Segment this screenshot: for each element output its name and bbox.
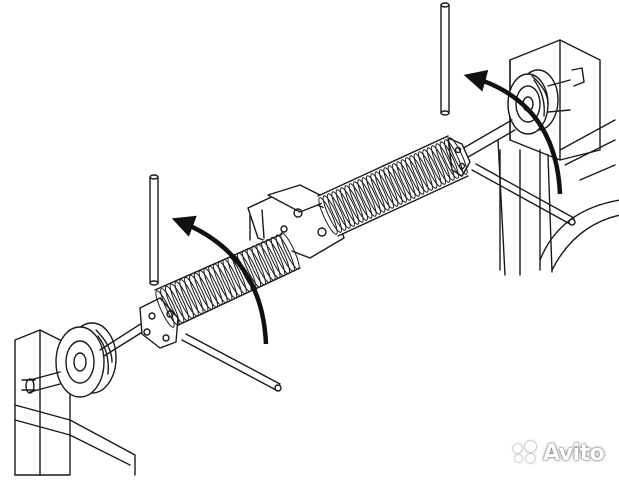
spring-coil xyxy=(198,270,218,308)
spring-coil xyxy=(227,256,247,295)
spring-coil xyxy=(400,159,420,197)
spring-coil xyxy=(431,145,451,183)
winding-bar-right-horizontal xyxy=(471,163,576,226)
spring-coil xyxy=(280,232,300,270)
spring-coil xyxy=(396,161,416,199)
spring-coil xyxy=(174,281,194,319)
winding-bar-left-horizontal xyxy=(181,333,282,392)
right-cable-drum xyxy=(507,67,585,135)
spring-coil xyxy=(256,243,276,281)
spring-coil xyxy=(179,279,199,317)
right-torsion-spring xyxy=(317,135,469,237)
spring-coil xyxy=(217,261,238,299)
torsion-shaft xyxy=(99,119,516,357)
spring-coil xyxy=(261,241,281,279)
spring-coil xyxy=(370,173,390,211)
spring-coil xyxy=(344,185,364,223)
winding-bar-left-vertical xyxy=(149,174,159,286)
spring-coil xyxy=(169,283,190,322)
spring-coil xyxy=(444,139,464,177)
spring-coil xyxy=(340,187,360,225)
spring-coil xyxy=(361,177,381,215)
spring-coil xyxy=(251,245,271,284)
avito-watermark-text: Avito xyxy=(543,440,605,466)
spring-coil xyxy=(348,183,368,221)
spring-coil xyxy=(435,143,455,181)
spring-coil xyxy=(246,247,266,286)
spring-coil xyxy=(275,234,295,272)
spring-coil xyxy=(413,153,433,191)
spring-coil xyxy=(270,236,291,275)
spring-coil xyxy=(448,137,468,175)
spring-coil xyxy=(335,189,355,227)
spring-coil xyxy=(426,147,446,185)
spring-coil xyxy=(353,181,373,219)
spring-coil xyxy=(213,263,233,301)
spring-coil xyxy=(241,250,262,288)
spring-coil xyxy=(331,191,351,229)
spring-coil xyxy=(318,197,338,235)
rotation-arrow-left-icon xyxy=(171,215,269,345)
spring-coil xyxy=(155,290,175,328)
spring-coil xyxy=(392,163,412,201)
spring-coil xyxy=(327,193,347,231)
spring-coil xyxy=(387,165,407,203)
spring-coil xyxy=(422,149,442,187)
spring-coil xyxy=(322,195,342,233)
spring-coil xyxy=(189,274,209,313)
avito-watermark: Avito xyxy=(512,438,605,468)
spring-coil xyxy=(405,157,425,195)
spring-coil xyxy=(160,288,180,326)
left-cable-drum xyxy=(25,322,117,398)
spring-coil xyxy=(383,167,403,205)
spring-coil xyxy=(164,285,185,324)
spring-coil xyxy=(439,141,459,179)
spring-coil xyxy=(222,259,242,297)
spring-coil xyxy=(366,175,386,213)
spring-coil xyxy=(184,276,204,315)
spring-coil xyxy=(379,169,399,207)
left-winding-cone xyxy=(139,297,179,349)
spring-coil xyxy=(193,272,214,310)
rotation-arrow-right-icon xyxy=(463,69,563,195)
spring-coil xyxy=(203,267,223,306)
spring-coil xyxy=(374,171,394,209)
spring-coil xyxy=(357,179,377,217)
right-spring-coils xyxy=(318,137,468,235)
spring-coil xyxy=(409,155,429,193)
spring-coil xyxy=(418,151,438,189)
spring-coil xyxy=(265,238,286,277)
avito-dots-logo-icon xyxy=(512,441,538,465)
winding-bar-right-vertical xyxy=(440,2,450,116)
spring-coil xyxy=(208,265,228,304)
